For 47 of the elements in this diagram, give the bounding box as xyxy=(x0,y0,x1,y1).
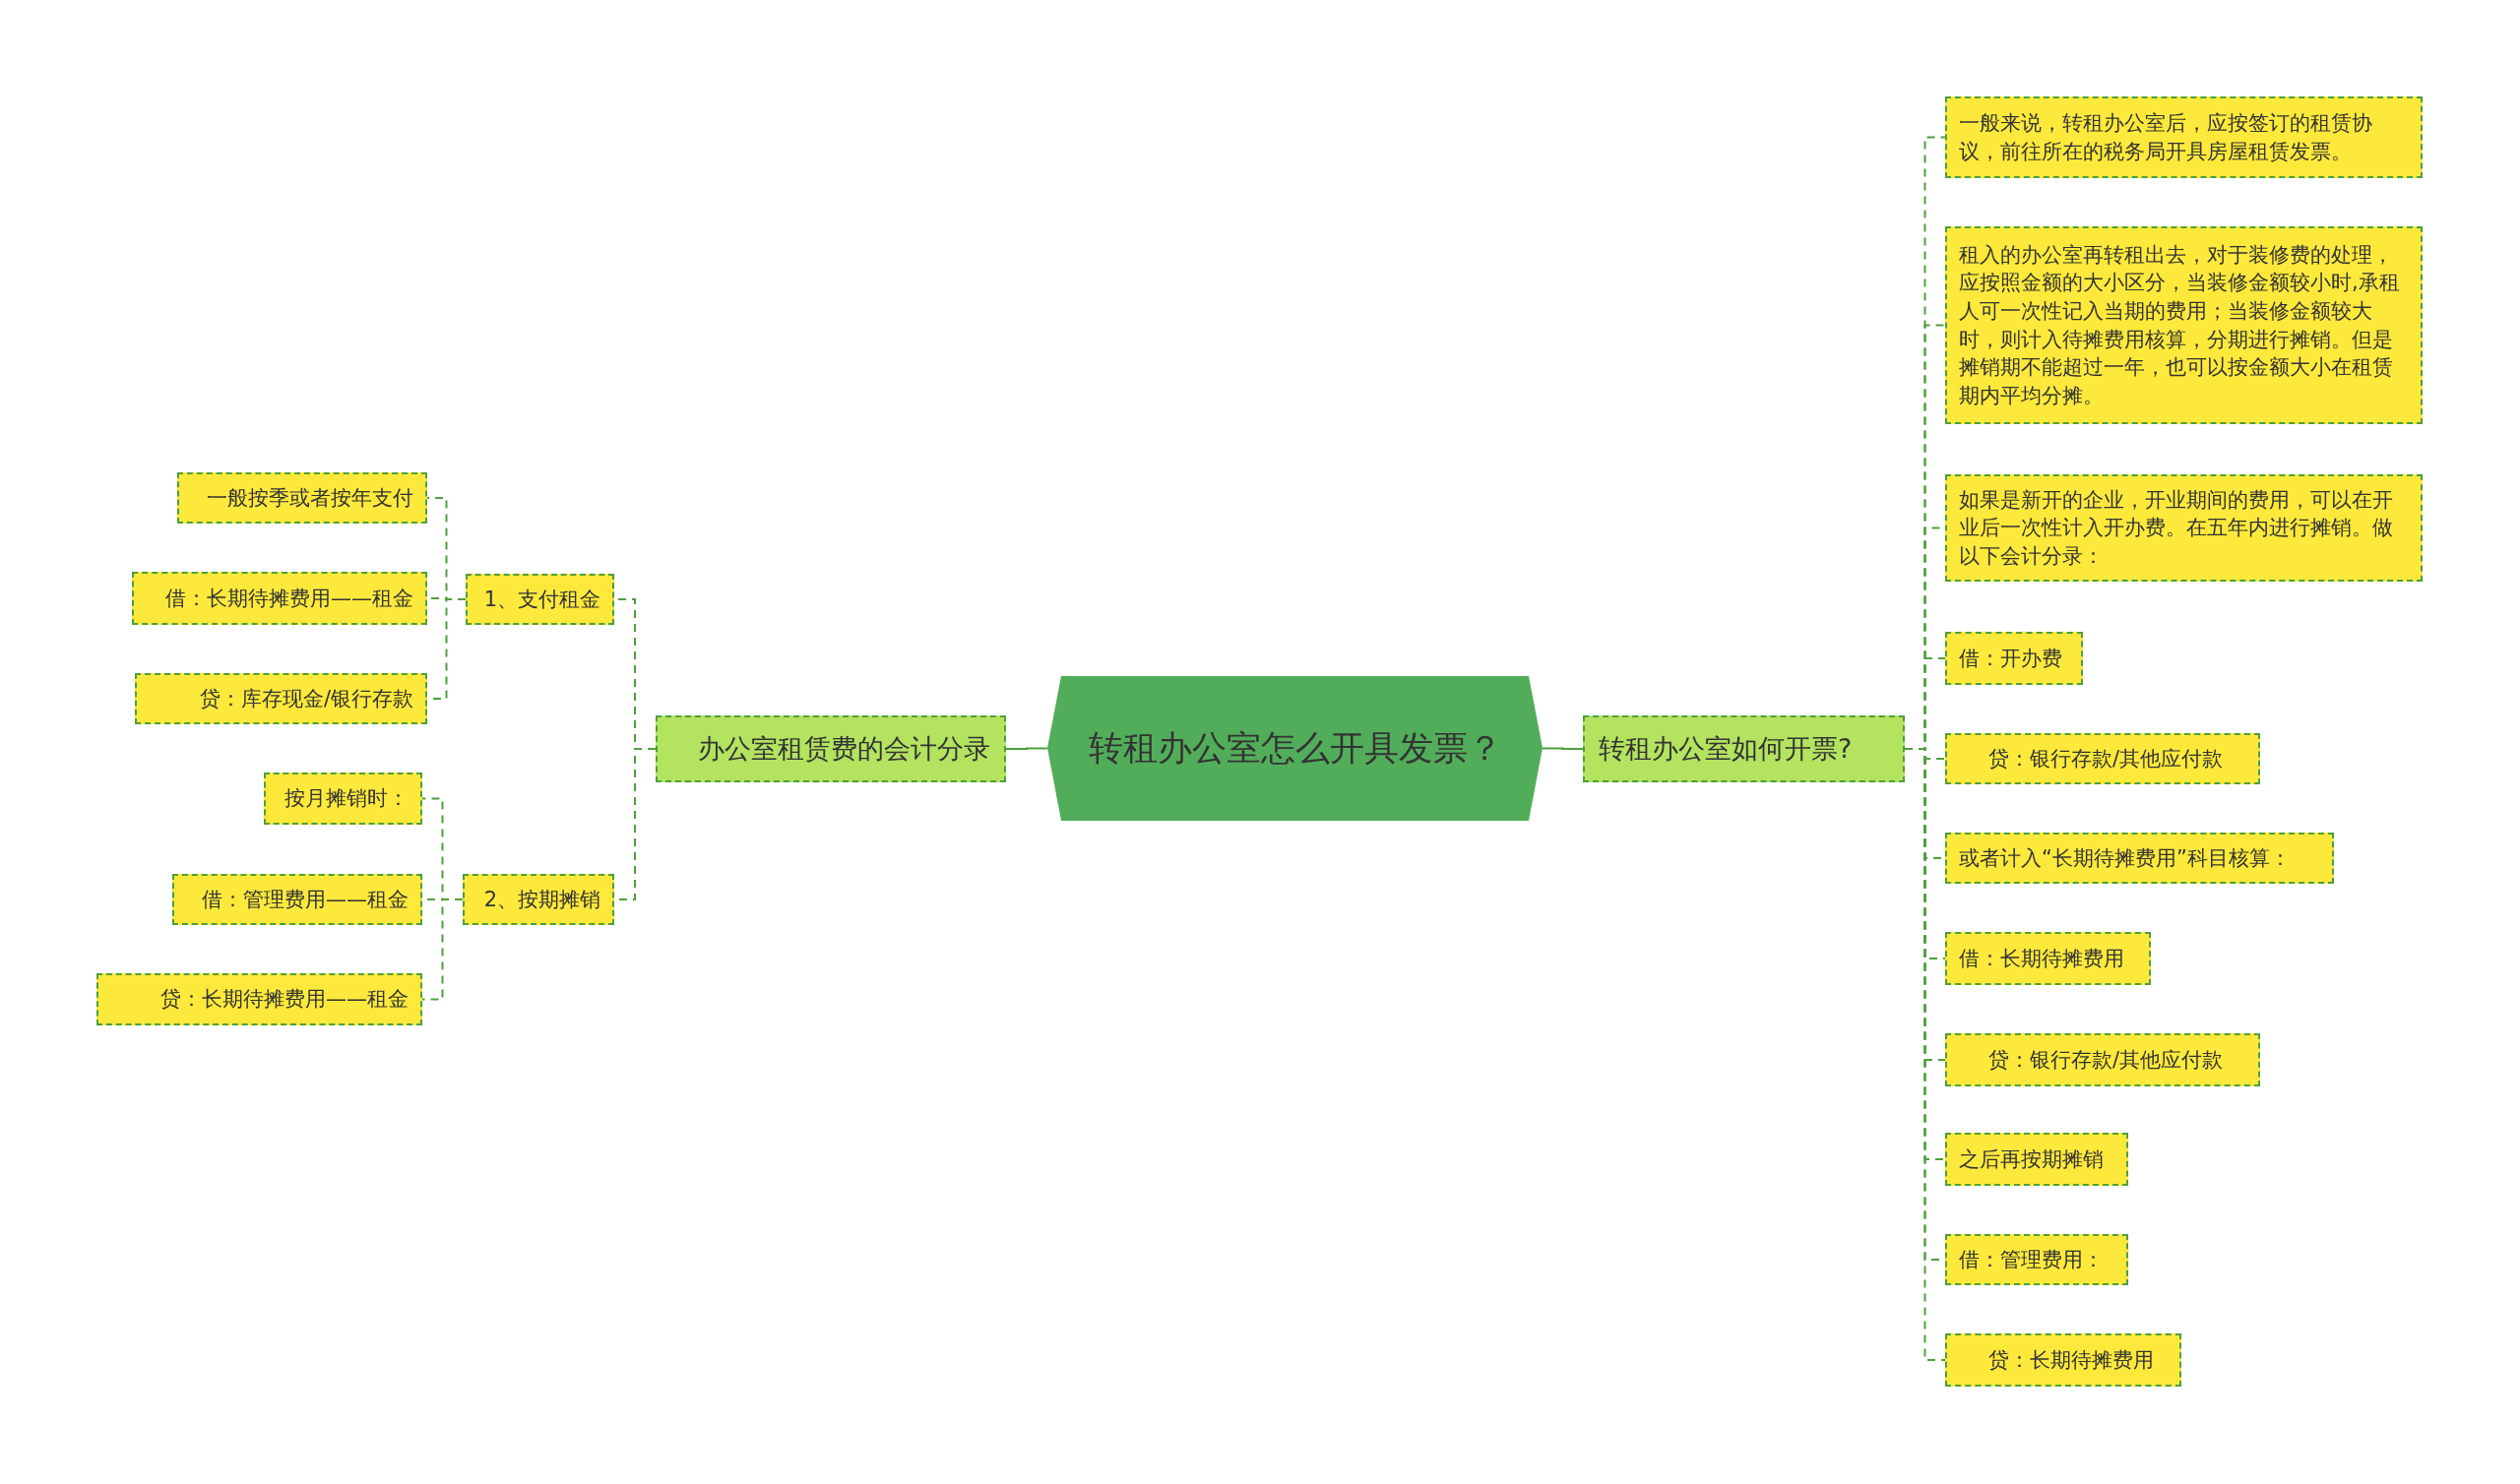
topic-box xyxy=(1945,733,2260,784)
topic-text: 借：管理费用： xyxy=(1959,1246,2104,1273)
topic-box xyxy=(1945,932,2151,985)
topic-text: 一般来说，转租办公室后，应按签订的租赁协议，前往所在的税务局开具房屋租赁发票。 xyxy=(1959,109,2373,165)
topic-box xyxy=(172,874,422,925)
topic-text: 贷：长期待摊费用 xyxy=(1988,1346,2154,1374)
topic-text: 转租办公室怎么开具发票？ xyxy=(1088,727,1502,771)
topic-box xyxy=(463,874,614,925)
topic-box xyxy=(96,973,422,1025)
topic-text: 办公室租赁费的会计分录 xyxy=(698,732,990,766)
topic-text: 贷：银行存款/其他应付款 xyxy=(1988,1046,2224,1074)
topic-box xyxy=(177,472,427,524)
topic-text: 借：管理费用——租金 xyxy=(202,886,409,913)
topic-text: 租入的办公室再转租出去，对于装修费的处理，应按照金额的大小区分，当装修金额较小时,承租人可一次性记入当期的费用；当装修金额较大时，则计入待摊费用核算，分期进行摊销。但是摊销期不能超过一年，也可以按金额大小在租赁期内平均分摊。 xyxy=(1959,241,2401,409)
topic-box xyxy=(135,673,427,724)
connector-line xyxy=(1005,747,1048,750)
topic-text: 之后再按期摊销 xyxy=(1959,1145,2104,1173)
topic-box xyxy=(1945,226,2423,424)
topic-text: 按月摊销时： xyxy=(284,785,409,813)
topic-text: 贷：银行存款/其他应付款 xyxy=(1988,745,2224,773)
topic-box xyxy=(1945,1234,2128,1285)
topic-text: 2、按期摊销 xyxy=(483,886,600,913)
topic-text: 贷：长期待摊费用——租金 xyxy=(160,986,409,1014)
central-topic xyxy=(1047,676,1543,821)
topic-box xyxy=(1945,474,2423,582)
connector-line xyxy=(1542,747,1584,750)
topic-box xyxy=(1945,96,2423,178)
topic-text: 1、支付租金 xyxy=(483,586,600,613)
topic-text: 如果是新开的企业，开业期间的费用，可以在开业后一次性计入开办费。在五年内进行摊销。做以下会计分录： xyxy=(1959,486,2394,570)
topic-box xyxy=(1945,1033,2260,1086)
topic-text: 或者计入“长期待摊费用”科目核算： xyxy=(1959,844,2291,872)
topic-text: 借：长期待摊费用 xyxy=(1959,945,2124,972)
topic-box xyxy=(1945,833,2334,884)
topic-text: 借：开办费 xyxy=(1959,645,2062,672)
topic-box xyxy=(1945,1133,2128,1186)
topic-box xyxy=(1945,632,2083,685)
topic-box xyxy=(264,773,422,825)
topic-box xyxy=(1945,1333,2181,1387)
connector-line xyxy=(421,898,464,1001)
topic-text: 贷：库存现金/银行存款 xyxy=(199,685,413,712)
branch-topic xyxy=(1583,715,1905,782)
topic-box xyxy=(132,572,427,625)
topic-text: 一般按季或者按年支付 xyxy=(207,484,413,512)
branch-topic xyxy=(656,715,1006,782)
topic-text: 转租办公室如何开票? xyxy=(1599,732,1853,766)
topic-text: 借：长期待摊费用——租金 xyxy=(165,585,413,612)
topic-box xyxy=(466,574,614,625)
